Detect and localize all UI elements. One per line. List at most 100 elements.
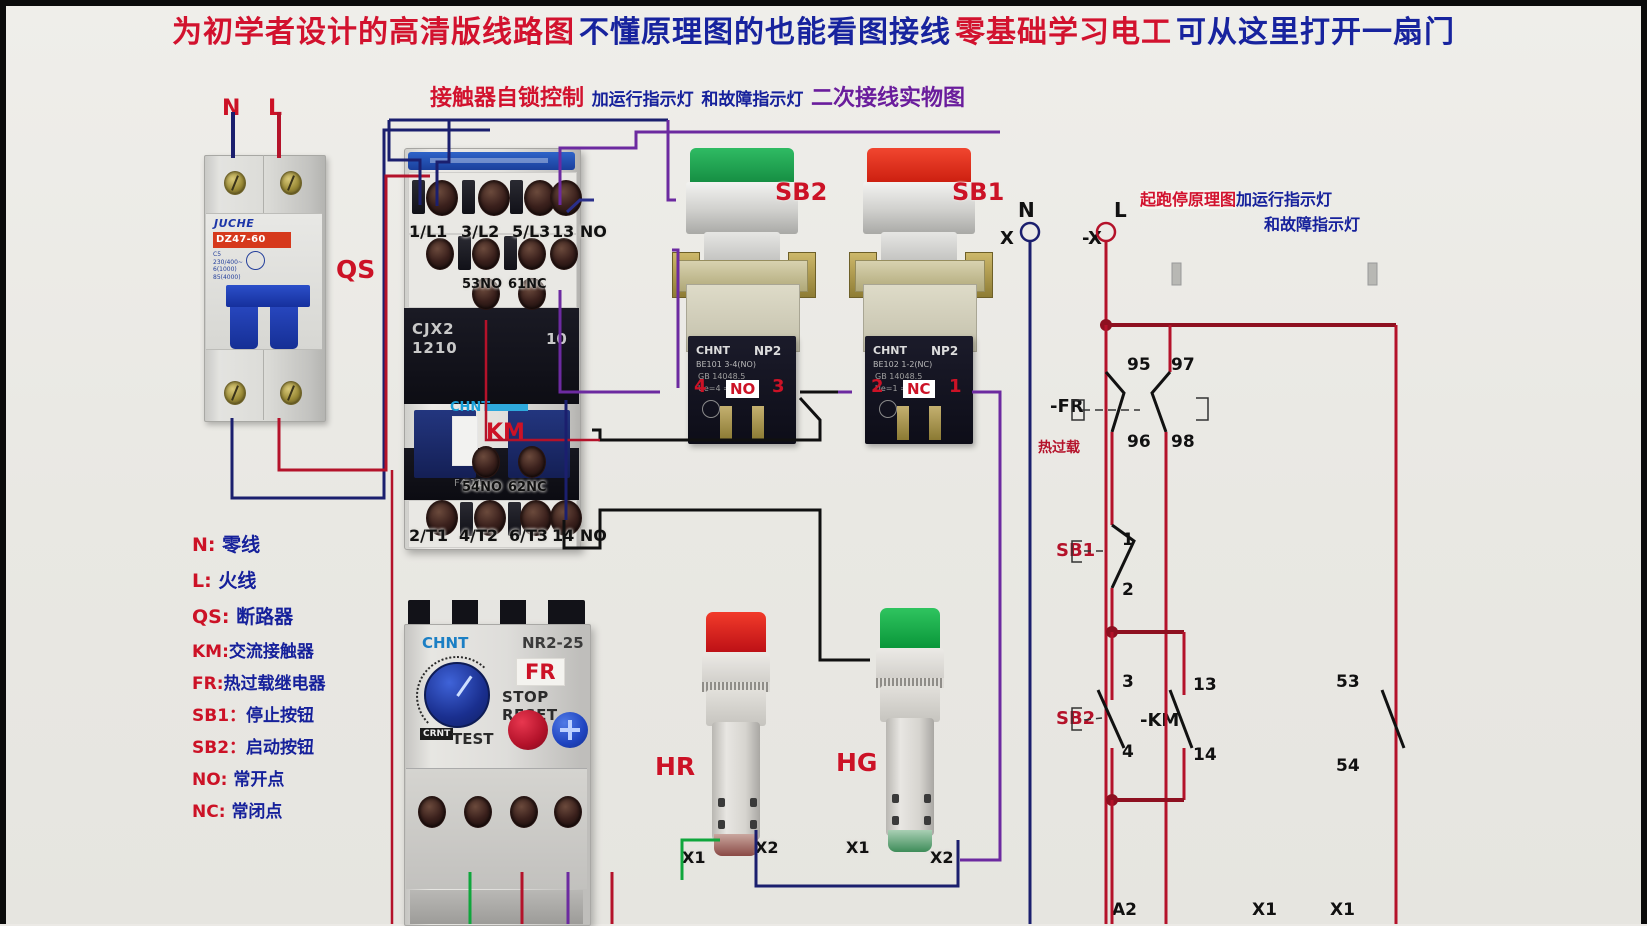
contactor-terminal-5l3: 5/L3 [512,222,551,241]
contactor-screw-l3[interactable] [524,180,556,216]
breaker-label-qs: QS [336,255,376,284]
title-part-3: 零基础学习电工 [955,15,1172,50]
contactor-screw-r2-last[interactable] [550,238,578,270]
breaker-screw-top-l[interactable] [280,171,302,195]
legend-item-l: L: 火线 [192,570,257,592]
schematic-mark-1-icon [1171,262,1182,286]
schematic-sb1-label: SB1 [1056,540,1096,561]
sb2-stud-right [752,406,764,440]
hg-body-upper [876,648,944,682]
sb1-brand: CHNT [873,344,907,357]
breaker-screw-bot-l[interactable] [280,381,302,405]
contactor-screw-l2[interactable] [478,180,510,216]
hg-terminal-x1: X1 [846,838,870,857]
hr-pin-1 [718,798,725,807]
contactor-screw-l1[interactable] [426,180,458,216]
contactor-screw-t3[interactable] [520,500,552,536]
relay-stop-button[interactable] [508,710,548,750]
breaker-terminal-l-label: L [268,96,283,121]
breaker-model: DZ47-60 [213,232,291,248]
breaker-brand: JUCHE [214,217,255,230]
sb1-ul-mark-icon [879,400,897,418]
breaker-screw-top-n[interactable] [224,171,246,195]
breaker-toggle-left[interactable] [230,307,258,349]
schematic-rail-l-name: L [1114,198,1127,222]
hg-lens-icon [880,608,940,652]
contactor-screw-t1[interactable] [426,500,458,536]
schematic-rail-n-name: N [1018,198,1035,222]
schematic-53-blade [1380,689,1406,749]
sb2-terminal-left: 4 [694,376,707,397]
hr-terminal-x2: X2 [755,838,779,857]
contactor-terminal-53no: 53NO [462,277,503,292]
hr-terminal-x1: X1 [682,848,706,867]
relay-screw-3[interactable] [510,796,538,828]
contactor-screw-t2[interactable] [474,500,506,536]
breaker-cert-mark-icon [246,251,265,270]
schematic-aux-54: 54 [1336,756,1360,776]
indicator-lamp-hg[interactable] [862,608,958,858]
schematic-junction-l-top [1100,319,1112,331]
title-part-2: 不懂原理图的也能看图接线 [579,15,951,50]
breaker-screw-bot-n[interactable] [224,381,246,405]
relay-slot-3 [526,600,548,630]
contactor-screw-row2-1[interactable] [426,238,454,270]
relay-screw-4[interactable] [554,796,582,828]
sb2-ul-mark-icon [702,400,720,418]
contactor-screw-13no[interactable] [550,180,582,216]
contactor-stud-b1 [460,502,473,536]
sb2-brand: CHNT [696,344,730,357]
hr-pin-3 [718,820,725,829]
contactor-terminal-2t1: 2/T1 [409,526,449,545]
relay-model: NR2-25 [522,634,584,652]
hg-pin-1 [892,794,899,803]
hg-tip [888,830,932,852]
sb2-terminal-right: 3 [772,376,785,397]
sb1-terminal-left: 2 [871,376,884,397]
hr-label: HR [655,752,696,781]
relay-base [406,768,587,889]
schematic-sb1-2: 2 [1122,580,1134,600]
schematic-sb2-3: 3 [1122,672,1134,692]
contactor-screw-61nc-b[interactable] [518,278,546,310]
schematic-sb2-label: SB2 [1056,708,1096,729]
hr-body-upper [702,652,770,686]
legend-item-km: KM:交流接触器 [192,642,314,662]
thermal-overload-relay-fr[interactable]: CHNT NR2-25 CRNT TEST FR STOP RESET [404,600,591,926]
contactor-screw-53no[interactable] [472,238,500,270]
breaker-terminal-n-label: N [222,96,241,121]
relay-current-dial[interactable] [424,662,490,728]
top-letterbox-bar [0,0,1647,6]
contactor-label-km: KM [486,420,525,445]
schematic-n-terminal-icon [1019,221,1041,243]
breaker-toggle-right[interactable] [270,307,298,349]
contactor-terminal-1l1: 1/L1 [409,222,448,241]
relay-screw-1[interactable] [418,796,446,828]
indicator-lamp-hr[interactable] [688,612,784,862]
relay-screw-2[interactable] [464,796,492,828]
schematic-fr-caption: 热过载 [1038,440,1080,456]
hg-pin-3 [892,816,899,825]
schematic-fr-nc-blade [1104,371,1126,433]
schematic-bottom-x1b: X1 [1330,900,1355,920]
hg-pin-2 [924,794,931,803]
sb2-series: NP2 [754,344,782,358]
hr-lens-icon [706,612,766,656]
contactor-screw-62nc[interactable] [518,446,546,478]
contactor-stud-2 [462,180,475,214]
sb1-label: SB1 [952,178,1005,206]
sb1-stud-left [897,406,909,440]
relay-slot-2 [478,600,500,630]
schematic-sb2-blade [1096,689,1126,749]
relay-reset-button[interactable] [552,712,588,748]
contactor-screw-61nc[interactable] [518,238,546,270]
relay-foot [410,890,583,924]
subtitle-part-4: 二次接线实物图 [811,86,966,111]
contactor-stud-r2b [504,236,517,270]
breaker-lever[interactable] [226,285,310,307]
schematic-junction-bottom [1106,794,1118,806]
schematic-fr-bracket-icon [1196,397,1209,421]
contactor-screw-54no[interactable] [472,446,500,478]
